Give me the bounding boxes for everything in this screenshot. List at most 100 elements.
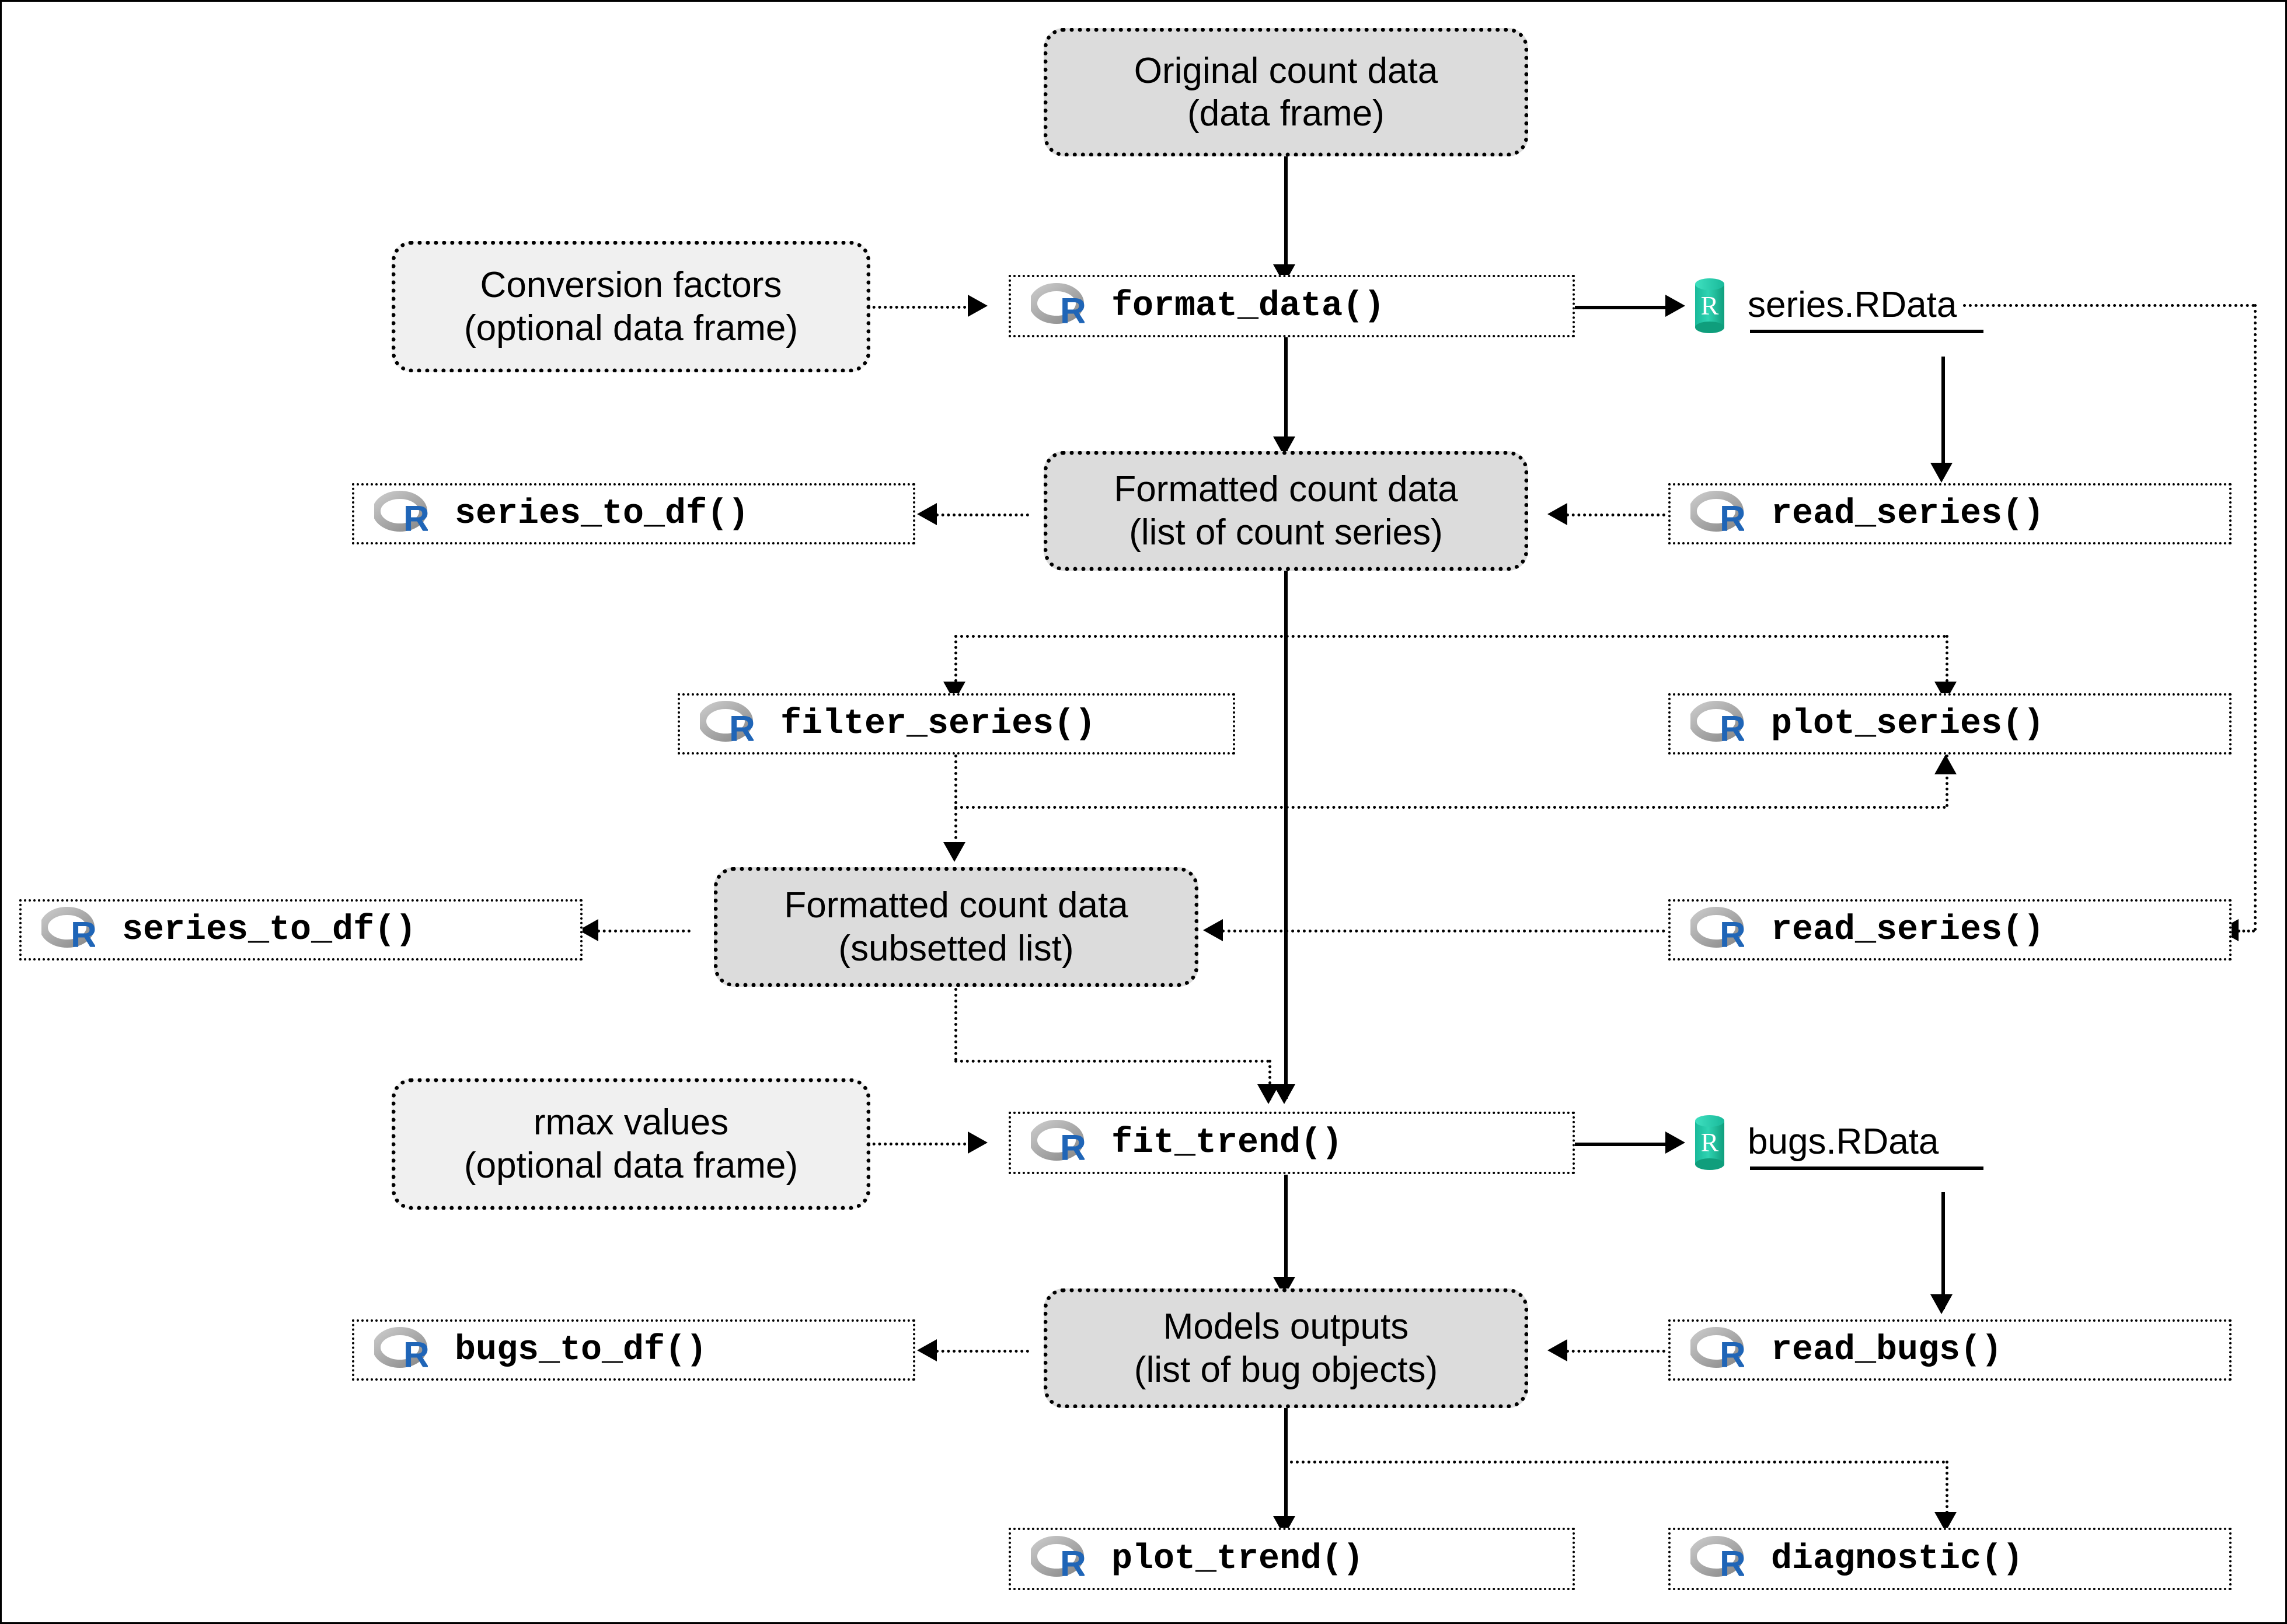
- svg-text:R: R: [71, 915, 95, 954]
- node-models-outputs[interactable]: Models outputs (list of bug objects): [1044, 1288, 1528, 1408]
- edge-filterseries-to-subset: [954, 755, 957, 857]
- arrowhead-down: [1930, 463, 1953, 483]
- arrowhead-down: [1257, 1084, 1280, 1104]
- node-line-1: Formatted count data: [784, 885, 1128, 926]
- node-formatted-subset[interactable]: Formatted count data (subsetted list): [714, 867, 1198, 987]
- node-label: filter_series(): [780, 704, 1096, 744]
- file-underline: [1750, 1167, 1983, 1170]
- node-label: series_to_df(): [455, 494, 749, 534]
- node-bugs-rdata[interactable]: R bugs.RData: [1686, 1108, 2013, 1178]
- database-cylinder-icon: R: [1686, 1112, 1732, 1175]
- node-label: plot_trend(): [1111, 1539, 1364, 1579]
- edge-formatted-to-fittrend: [1284, 571, 1288, 1099]
- edge-readseries-to-formatted: [1566, 514, 1665, 516]
- svg-text:R: R: [1720, 1335, 1744, 1374]
- node-line-2: (list of bug objects): [1134, 1349, 1438, 1390]
- arrowhead-right: [1665, 1131, 1685, 1154]
- edge-format-to-formatted: [1284, 337, 1288, 451]
- svg-text:R: R: [1701, 1127, 1719, 1157]
- edge-subset-to-seriestodf: [597, 930, 691, 933]
- node-label: fit_trend(): [1111, 1123, 1343, 1163]
- node-series-rdata[interactable]: R series.RData: [1686, 271, 2013, 341]
- r-logo-icon: R: [1690, 490, 1744, 538]
- arrowhead-left: [1547, 1339, 1567, 1361]
- node-label: series_to_df(): [122, 910, 417, 950]
- node-filter-series[interactable]: R filter_series(): [678, 693, 1235, 755]
- arrowhead-right: [968, 1131, 988, 1154]
- r-logo-icon: R: [1031, 1535, 1085, 1583]
- node-bugs-to-df[interactable]: R bugs_to_df(): [352, 1319, 915, 1381]
- node-label: bugs_to_df(): [455, 1330, 707, 1370]
- arrowhead-up: [1934, 755, 1957, 774]
- edge-fittrend-to-bugsrdata: [1575, 1143, 1671, 1146]
- edge-formatted-branch-down: [1284, 571, 1287, 635]
- edge-bus-down-filter: [954, 635, 957, 693]
- node-original-count-data[interactable]: Original count data (data frame): [1044, 28, 1528, 156]
- svg-text:R: R: [403, 499, 428, 538]
- svg-text:R: R: [1060, 291, 1085, 330]
- node-diagnostic[interactable]: R diagnostic(): [1668, 1528, 2232, 1590]
- database-cylinder-icon: R: [1686, 275, 1732, 338]
- edge-subset-down: [954, 988, 957, 1061]
- file-name-label: bugs.RData: [1748, 1121, 1939, 1162]
- r-logo-icon: R: [700, 700, 754, 748]
- node-line-2: (data frame): [1187, 93, 1385, 134]
- node-format-data[interactable]: R format_data(): [1009, 275, 1575, 337]
- r-logo-icon: R: [1690, 1326, 1744, 1374]
- arrowhead-left: [1203, 919, 1223, 941]
- r-logo-icon: R: [41, 906, 95, 954]
- arrowhead-right: [1665, 295, 1685, 317]
- svg-text:R: R: [1060, 1128, 1085, 1167]
- node-read-series-top[interactable]: R read_series(): [1668, 483, 2232, 544]
- r-logo-icon: R: [1031, 282, 1085, 330]
- node-line-1: Models outputs: [1163, 1307, 1409, 1347]
- node-formatted-count-data[interactable]: Formatted count data (list of count seri…: [1044, 451, 1528, 571]
- edge-models-to-bugstodf: [936, 1350, 1029, 1353]
- node-plot-trend[interactable]: R plot_trend(): [1009, 1528, 1575, 1590]
- node-read-series-bottom[interactable]: R read_series(): [1668, 899, 2232, 961]
- edge-seriesrdata-to-readseries: [1941, 357, 1945, 476]
- svg-text:R: R: [1720, 499, 1744, 538]
- node-read-bugs[interactable]: R read_bugs(): [1668, 1319, 2232, 1381]
- svg-text:R: R: [403, 1335, 428, 1374]
- edge-format-to-seriesrdata: [1575, 306, 1671, 309]
- svg-text:R: R: [1720, 1544, 1744, 1583]
- r-logo-icon: R: [1690, 700, 1744, 748]
- svg-text:R: R: [1060, 1544, 1085, 1583]
- edge-subset-right: [954, 1060, 1270, 1063]
- file-underline: [1750, 330, 1983, 333]
- node-label: read_series(): [1771, 494, 2045, 534]
- edge-diagnostic-down: [1946, 1461, 1948, 1525]
- node-label: read_series(): [1771, 910, 2045, 950]
- arrowhead-right: [968, 295, 988, 317]
- node-series-to-df-bottom[interactable]: R series_to_df(): [19, 899, 583, 961]
- edge-subset-to-fittrend-down: [1268, 1060, 1271, 1101]
- edge-formatted-to-seriestodf: [936, 514, 1029, 516]
- node-line-1: Conversion factors: [480, 265, 782, 306]
- edge-seriesrdata-route-left: [2237, 930, 2255, 933]
- node-line-2: (list of count series): [1129, 512, 1443, 553]
- node-line-1: rmax values: [533, 1102, 729, 1143]
- node-label: diagnostic(): [1771, 1539, 2024, 1579]
- edge-original-to-format: [1284, 156, 1288, 279]
- arrowhead-left: [1547, 503, 1567, 525]
- node-conversion-factors[interactable]: Conversion factors (optional data frame): [392, 241, 870, 372]
- r-logo-icon: R: [374, 490, 428, 538]
- node-rmax-values[interactable]: rmax values (optional data frame): [392, 1078, 870, 1210]
- node-fit-trend[interactable]: R fit_trend(): [1009, 1112, 1575, 1174]
- node-series-to-df-top[interactable]: R series_to_df(): [352, 483, 915, 544]
- edge-conversion-to-format: [867, 306, 972, 309]
- node-line-1: Formatted count data: [1114, 469, 1458, 510]
- svg-text:R: R: [729, 709, 754, 748]
- node-line-2: (optional data frame): [463, 308, 799, 348]
- edge-fittrend-to-models: [1284, 1175, 1288, 1291]
- svg-text:R: R: [1720, 709, 1744, 748]
- node-plot-series[interactable]: R plot_series(): [1668, 693, 2232, 755]
- r-logo-icon: R: [1031, 1119, 1085, 1167]
- r-logo-icon: R: [1690, 906, 1744, 954]
- node-label: format_data(): [1111, 286, 1385, 326]
- edge-models-to-plottrend: [1284, 1405, 1288, 1531]
- arrowhead-left: [917, 503, 937, 525]
- node-label: read_bugs(): [1771, 1330, 2003, 1370]
- node-label: plot_series(): [1771, 704, 2045, 744]
